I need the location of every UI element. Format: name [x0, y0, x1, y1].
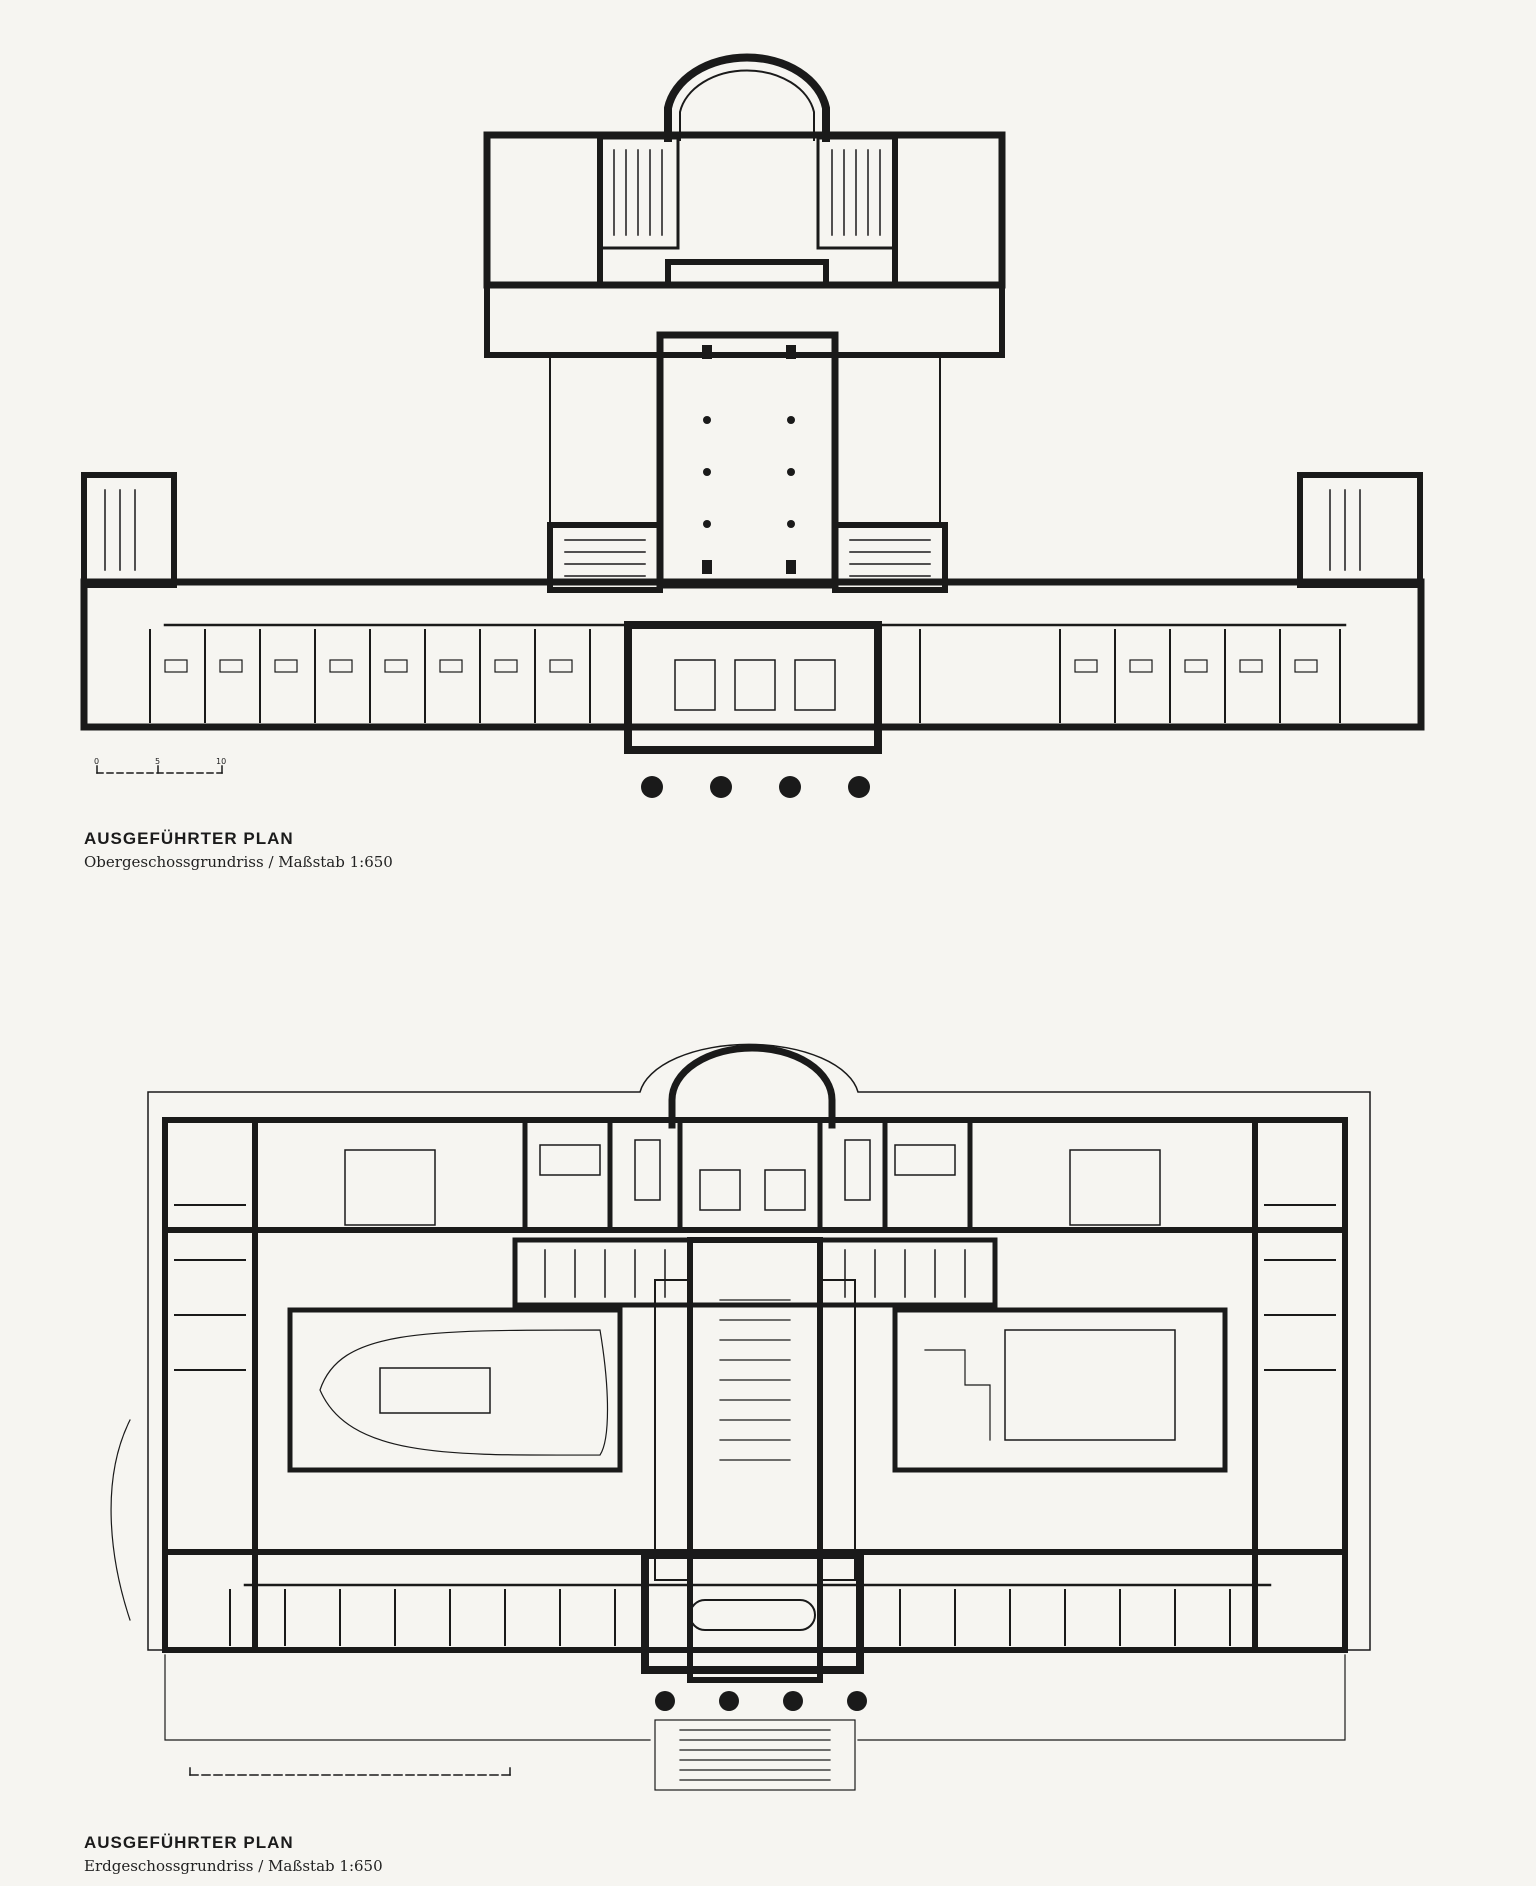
lower-caption-title: AUSGEFÜHRTER PLAN: [84, 1833, 294, 1852]
upper-central-nave: [656, 331, 839, 589]
lower-side-wings: [162, 1117, 1348, 1653]
upper-floor-plan-drawing: 0 5 10: [80, 53, 1425, 798]
upper-floor-plan: 0 5 10: [0, 0, 1536, 820]
lower-front-steps: [654, 1719, 856, 1791]
upper-caption-subtitle: Obergeschossgrundriss / Maßstab 1:650: [84, 853, 393, 871]
upper-cross-hall: [484, 282, 1005, 526]
lower-floor-plan-drawing: [110, 1043, 1371, 1791]
lower-east-courtyard: [892, 1307, 1228, 1473]
lower-west-courtyard: [287, 1307, 623, 1473]
upper-north-block: [483, 53, 1006, 289]
upper-stair-towers: [547, 522, 948, 593]
lower-scale-bar: [189, 1767, 511, 1776]
lower-caption: AUSGEFÜHRTER PLAN Erdgeschossgrundriss /…: [84, 1833, 383, 1875]
lower-grand-stair: [654, 1237, 856, 1683]
lower-entrance-hall: [641, 1551, 864, 1674]
lower-north-rooms: [162, 1044, 1348, 1233]
lower-site-outline: [110, 1043, 1371, 1741]
lower-floor-plan: [0, 1000, 1536, 1820]
upper-scale-label-0: 0: [94, 757, 99, 766]
lower-portico-columns: [655, 1691, 867, 1711]
upper-portico-columns: [641, 776, 870, 798]
lower-caption-subtitle: Erdgeschossgrundriss / Maßstab 1:650: [84, 1857, 383, 1875]
upper-office-wing: [80, 472, 1425, 731]
upper-scale-label-10: 10: [216, 757, 226, 766]
upper-scale-bar: [96, 765, 223, 774]
upper-scale-label-5: 5: [155, 757, 160, 766]
upper-conference-hall: [624, 621, 882, 754]
upper-caption-title: AUSGEFÜHRTER PLAN: [84, 829, 294, 848]
lower-vaulted-hall: [512, 1237, 998, 1308]
upper-caption: AUSGEFÜHRTER PLAN Obergeschossgrundriss …: [84, 829, 393, 871]
